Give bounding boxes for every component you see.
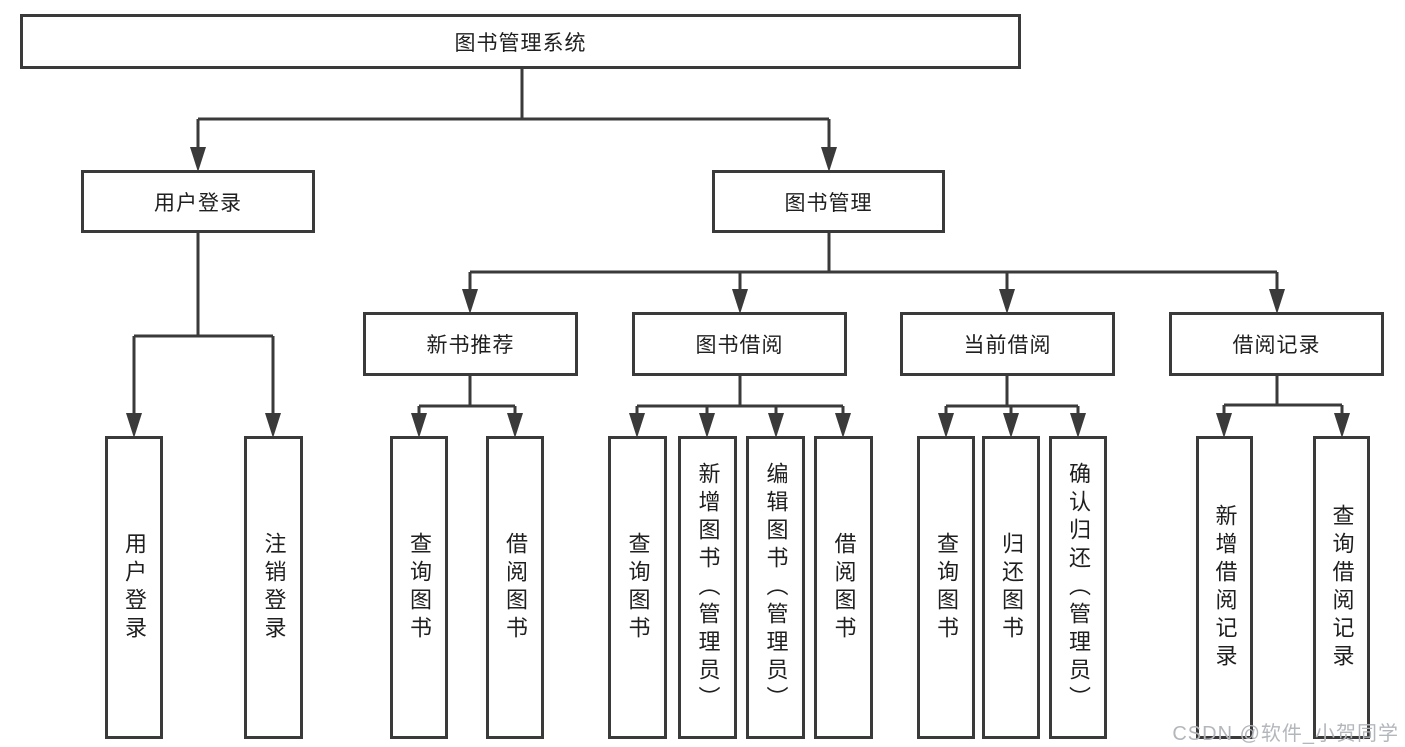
leaf-add-borrow-record: 新增借阅记录 — [1196, 436, 1253, 739]
node-root: 图书管理系统 — [20, 14, 1021, 69]
leaf-query-books-current-label: 查询图书 — [934, 531, 959, 644]
watermark: CSDN @软件_小贺同学 — [1172, 723, 1399, 745]
leaf-query-books-current: 查询图书 — [917, 436, 975, 739]
leaf-return-book: 归还图书 — [982, 436, 1040, 739]
leaf-query-borrow-record-label: 查询借阅记录 — [1329, 503, 1355, 672]
node-current-borrow-label: 当前借阅 — [963, 334, 1052, 357]
node-new-book-recommend: 新书推荐 — [363, 312, 578, 376]
node-user-login-label: 用户登录 — [154, 191, 242, 215]
node-book-management-label: 图书管理 — [784, 191, 873, 215]
node-book-borrow: 图书借阅 — [632, 312, 847, 376]
leaf-edit-book-admin: 编辑图书（管理员） — [746, 436, 805, 739]
node-current-borrow: 当前借阅 — [900, 312, 1115, 376]
leaf-query-books-recommend: 查询图书 — [390, 436, 448, 739]
leaf-user-login-label: 用户登录 — [122, 531, 147, 644]
leaf-logout-label: 注销登录 — [261, 531, 287, 644]
leaf-add-book-admin: 新增图书（管理员） — [678, 436, 737, 739]
leaf-edit-book-admin-label: 编辑图书（管理员） — [763, 461, 789, 714]
leaf-return-book-label: 归还图书 — [999, 531, 1024, 644]
leaf-add-borrow-record-label: 新增借阅记录 — [1212, 503, 1238, 672]
leaf-borrow-book: 借阅图书 — [814, 436, 873, 739]
node-new-book-recommend-label: 新书推荐 — [426, 334, 515, 357]
leaf-borrow-book-recommend-label: 借阅图书 — [503, 531, 528, 644]
node-book-management: 图书管理 — [712, 170, 945, 233]
node-borrow-records: 借阅记录 — [1169, 312, 1384, 376]
leaf-query-books-borrow-label: 查询图书 — [625, 531, 651, 644]
node-borrow-records-label: 借阅记录 — [1232, 334, 1321, 357]
leaf-borrow-book-recommend: 借阅图书 — [486, 436, 544, 739]
node-root-label: 图书管理系统 — [454, 31, 587, 55]
node-book-borrow-label: 图书借阅 — [695, 334, 784, 357]
node-user-login: 用户登录 — [81, 170, 315, 233]
leaf-query-books-recommend-label: 查询图书 — [407, 531, 432, 644]
leaf-confirm-return-admin: 确认归还（管理员） — [1049, 436, 1107, 739]
leaf-add-book-admin-label: 新增图书（管理员） — [695, 461, 721, 714]
leaf-borrow-book-label: 借阅图书 — [831, 531, 857, 644]
leaf-user-login: 用户登录 — [105, 436, 163, 739]
leaf-logout: 注销登录 — [244, 436, 303, 739]
leaf-confirm-return-admin-label: 确认归还（管理员） — [1066, 461, 1091, 714]
leaf-query-borrow-record: 查询借阅记录 — [1313, 436, 1370, 739]
leaf-query-books-borrow: 查询图书 — [608, 436, 667, 739]
